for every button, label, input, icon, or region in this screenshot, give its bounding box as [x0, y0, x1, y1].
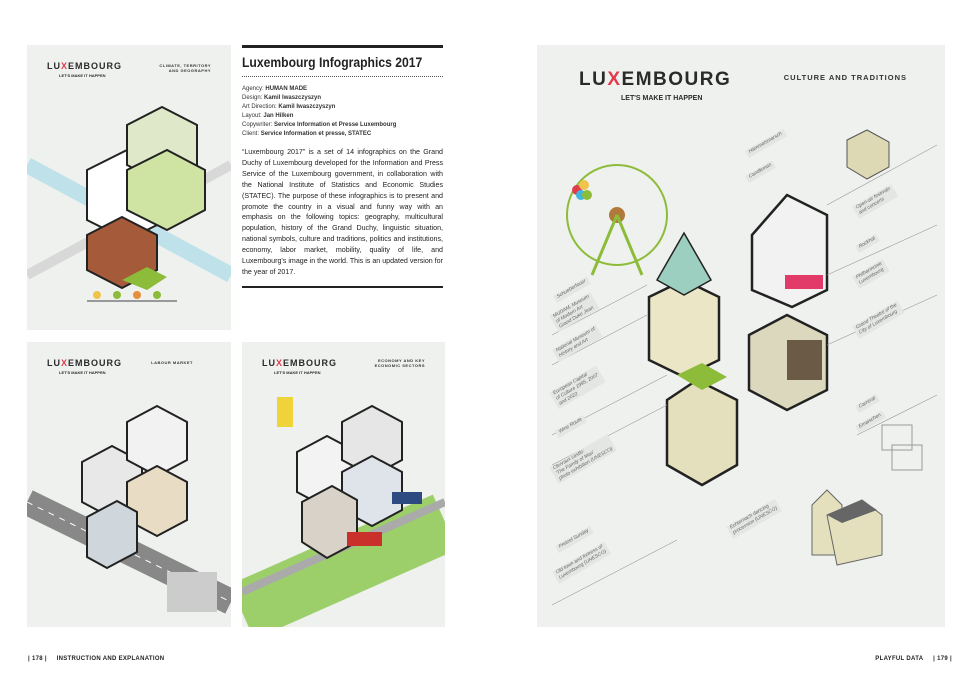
credit-value: Service Information et presse, STATEC — [260, 131, 372, 137]
logo-x-mark: X — [61, 358, 69, 368]
logo-tagline: LET'S MAKE IT HAPPEN — [274, 370, 321, 375]
credit-label: Layout: — [242, 113, 262, 119]
logo-post: EMBOURG — [68, 61, 123, 71]
credit-label: Agency: — [242, 86, 264, 92]
poster-title: ECONOMY AND KEY ECONOMIC SECTORS — [374, 358, 425, 368]
section-right: PLAYFUL DATA — [875, 656, 924, 662]
credit-label: Art Direction: — [242, 104, 277, 110]
poster-culture-traditions: LUXEMBOURG LET'S MAKE IT HAPPEN CULTURE … — [537, 45, 945, 627]
culture-illustration — [551, 129, 938, 606]
labour-illustration — [27, 404, 231, 614]
logo: LUXEMBOURG — [579, 69, 731, 91]
logo-tagline: LET'S MAKE IT HAPPEN — [59, 73, 106, 78]
section-left: INSTRUCTION AND EXPLANATION — [56, 656, 165, 662]
logo-tagline: LET'S MAKE IT HAPPEN — [621, 95, 703, 102]
climate-illustration — [27, 105, 231, 302]
article-info: Luxembourg Infographics 2017 Agency: HUM… — [242, 45, 443, 288]
poster-economy: LUXEMBOURG LET'S MAKE IT HAPPEN ECONOMY … — [242, 342, 445, 627]
logo-x-mark: X — [61, 61, 69, 71]
page-number-right: 179 — [937, 656, 949, 662]
logo-post: EMBOURG — [283, 358, 338, 368]
logo-x-mark: X — [276, 358, 284, 368]
logo: LUXEMBOURG — [262, 358, 337, 368]
logo-tagline: LET'S MAKE IT HAPPEN — [59, 370, 106, 375]
credit-value: Kamil Iwaszczyszyn — [264, 95, 322, 101]
dotted-divider — [242, 76, 443, 77]
logo-post: EMBOURG — [621, 69, 732, 90]
bottom-rule — [242, 285, 443, 288]
credits: Agency: HUMAN MADE Design: Kamil Iwaszcz… — [242, 85, 443, 139]
poster-title: CLIMATE, TERRITORY AND GEOGRAPHY — [159, 63, 211, 73]
logo-pre: LU — [47, 358, 61, 368]
credit-client: Client: Service Information et presse, S… — [242, 130, 443, 139]
market-stalls — [881, 424, 923, 471]
top-rule — [242, 45, 443, 48]
credit-value: Service Information et Presse Luxembourg — [274, 122, 397, 128]
poster-climate: LUXEMBOURG LET'S MAKE IT HAPPEN CLIMATE,… — [27, 45, 231, 330]
ferris-wheel — [566, 164, 668, 276]
logo-pre: LU — [579, 69, 608, 90]
credit-label: Design: — [242, 95, 263, 101]
logo: LUXEMBOURG — [47, 358, 122, 368]
church — [811, 489, 883, 566]
credit-copywriter: Copywriter: Service Information et Press… — [242, 121, 443, 130]
credit-agency: Agency: HUMAN MADE — [242, 85, 443, 94]
logo-x-mark: X — [607, 69, 622, 90]
credit-art-direction: Art Direction: Kamil Iwaszczyszyn — [242, 103, 443, 112]
credit-layout: Layout: Jan Hilken — [242, 112, 443, 121]
logo-pre: LU — [47, 61, 61, 71]
logo: LUXEMBOURG — [47, 61, 122, 71]
credit-design: Design: Kamil Iwaszczyszyn — [242, 94, 443, 103]
logo-post: EMBOURG — [68, 358, 123, 368]
logo-pre: LU — [262, 358, 276, 368]
credit-value: Jan Hilken — [263, 113, 294, 119]
balloons — [572, 180, 592, 200]
economy-illustration — [242, 397, 445, 627]
article-title: Luxembourg Infographics 2017 — [242, 55, 423, 70]
credit-label: Client: — [242, 131, 260, 137]
poster-title: CULTURE AND TRADITIONS — [783, 73, 907, 82]
poster-title: LABOUR MARKET — [151, 360, 193, 365]
credit-value: HUMAN MADE — [265, 86, 308, 92]
article-description: “Luxembourg 2017” is a set of 14 infogra… — [242, 148, 443, 276]
footer-left: | 178 | INSTRUCTION AND EXPLANATION — [28, 656, 165, 662]
poster-labour-market: LUXEMBOURG LET'S MAKE IT HAPPEN LABOUR M… — [27, 342, 231, 627]
footer-right: PLAYFUL DATA | 179 | — [875, 656, 952, 662]
page-number-left: 178 — [31, 656, 43, 662]
credit-label: Copywriter: — [242, 122, 273, 128]
credit-value: Kamil Iwaszczyszyn — [278, 104, 336, 110]
